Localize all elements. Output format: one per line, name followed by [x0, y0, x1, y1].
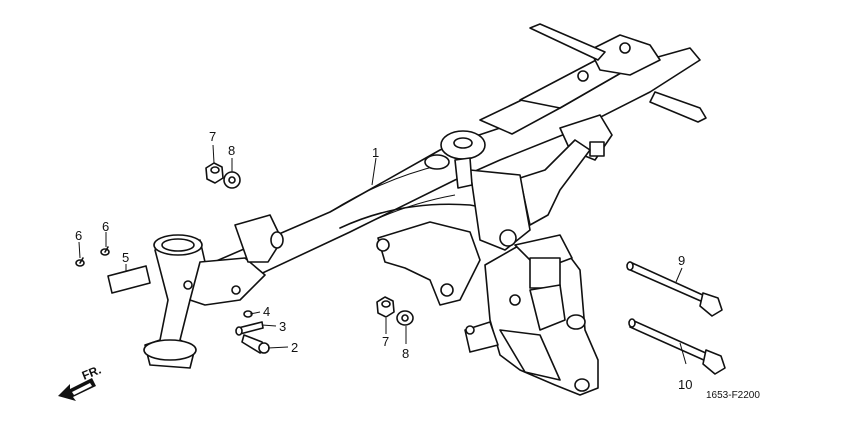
washer-lower	[396, 310, 414, 326]
nut-upper	[205, 162, 224, 184]
nut-lower	[376, 296, 395, 318]
callout-7-lower: 7	[382, 334, 389, 349]
front-direction-arrow: FR.	[58, 363, 103, 401]
head-pipe	[143, 214, 284, 369]
main-frame	[199, 23, 707, 306]
diagram-code: 1653-F2200	[706, 390, 760, 401]
callout-9: 9	[678, 253, 685, 268]
callout-6-right: 6	[102, 219, 109, 234]
leader-lines	[78, 144, 687, 365]
small-bolt-3	[235, 321, 264, 336]
callout-4: 4	[263, 304, 270, 319]
callout-7-upper: 7	[209, 129, 216, 144]
callout-5: 5	[122, 250, 129, 265]
callout-labels: 1 2 3 4 5 6 6 7 7 8 8 9 10	[75, 129, 692, 392]
rear-mount	[464, 234, 599, 396]
callout-3: 3	[279, 319, 286, 334]
callout-10: 10	[678, 377, 692, 392]
small-bolt-2	[241, 334, 270, 354]
direction-label: FR.	[80, 363, 103, 383]
callout-6-left: 6	[75, 228, 82, 243]
callout-2: 2	[291, 340, 298, 355]
bolt-9	[626, 261, 723, 317]
screw-left	[75, 257, 85, 267]
label-plate	[107, 265, 151, 294]
washer-upper	[223, 171, 241, 189]
callout-1: 1	[372, 145, 379, 160]
screw-right	[100, 246, 110, 256]
callout-8-upper: 8	[228, 143, 235, 158]
callout-8-lower: 8	[402, 346, 409, 361]
bolt-10	[628, 318, 726, 375]
